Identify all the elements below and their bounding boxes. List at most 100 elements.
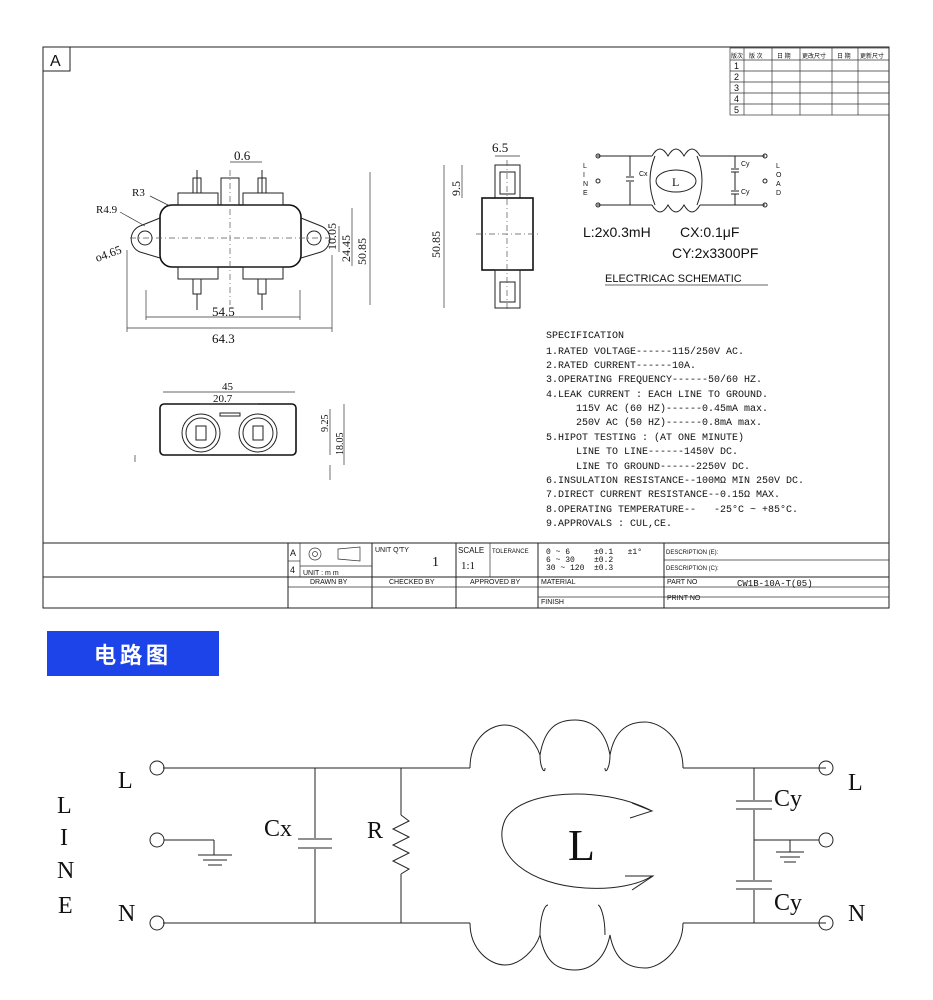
- tb-part-no-label: PART NO: [667, 579, 698, 586]
- spec-line-12: 8.OPERATING TEMPERATURE-- -25°C ~ +85°C.: [546, 504, 798, 516]
- mini-line-n: N: [583, 181, 588, 188]
- tb-tolerance-label: TOLERANCE: [492, 549, 529, 555]
- label-left-n: N: [118, 901, 135, 927]
- dim-r3: R3: [132, 187, 145, 199]
- sheet-letter: A: [50, 53, 61, 70]
- spec-line-6: 250V AC (50 HZ)------0.8mA max.: [546, 417, 762, 429]
- rev-row-2: 2: [734, 72, 739, 82]
- spec-line-7: 5.HIPOT TESTING : (AT ONE MINUTE): [546, 432, 744, 444]
- tb-scale-label: SCALE: [458, 546, 484, 555]
- choke-coil-bottom: [469, 922, 684, 971]
- mini-load-d: D: [776, 190, 781, 197]
- terminal-left-l: [149, 760, 165, 776]
- mini-load-o: O: [776, 172, 782, 179]
- choke-label-l: L: [568, 821, 595, 870]
- spec-line-9: LINE TO GROUND------2250V DC.: [546, 462, 750, 473]
- dim-0-6: 0.6: [234, 148, 251, 163]
- tb-4: 4: [290, 565, 295, 575]
- mini-load-l: L: [776, 163, 780, 170]
- mini-l: L: [672, 175, 679, 189]
- label-right-l: L: [848, 770, 863, 796]
- tb-part-no: CW1B-10A-T(05): [737, 579, 813, 589]
- mini-line-i: I: [583, 172, 585, 179]
- label-cy-bottom: Cy: [774, 890, 802, 916]
- tb-unit-qty-label: UNIT Q'TY: [375, 547, 409, 554]
- spec-line-5: 115V AC (60 HZ)------0.45mA max.: [546, 403, 768, 415]
- rev-row-5: 5: [734, 105, 739, 115]
- dim-50-85: 50.85: [355, 238, 369, 265]
- dim-18-05: 18.05: [335, 433, 346, 456]
- side-view: 6.5 9.5 50.85: [429, 140, 540, 312]
- mini-cy-bottom: Cy: [741, 189, 750, 196]
- tb-material: MATERIAL: [541, 579, 576, 586]
- choke-core-flux: [501, 793, 653, 889]
- rev-header-0: 版次: [731, 52, 743, 60]
- specification: SPECIFICATION 1.RATED VOLTAGE------115/2…: [546, 331, 804, 530]
- tb-drawn-by: DRAWN BY: [310, 579, 348, 586]
- mini-cy-value: CY:2x3300PF: [672, 245, 758, 261]
- rev-row-3: 3: [734, 83, 739, 93]
- projection-symbol-circle: [308, 547, 322, 561]
- dim-6-5: 6.5: [492, 140, 508, 155]
- dim-hole: o4.65: [93, 242, 123, 264]
- rev-header-3: 更改尺寸: [802, 52, 826, 60]
- circuit-diagram: L L N L I N E Cx R Cy Cy L N: [57, 719, 865, 971]
- terminal-left-e: [149, 832, 165, 848]
- mini-line-e: E: [583, 190, 588, 197]
- mini-cy-top: Cy: [741, 161, 750, 168]
- dim-24-45: 24.45: [339, 235, 353, 262]
- tb-unit-qty: 1: [432, 555, 439, 570]
- rev-row-1: 1: [734, 61, 739, 71]
- rev-header-1: 版 次: [749, 52, 763, 60]
- label-line-l: L: [57, 793, 72, 819]
- label-r: R: [367, 818, 383, 844]
- spec-line-10: 6.INSULATION RESISTANCE--100MΩ MIN 250V …: [546, 476, 804, 487]
- mini-caption: ELECTRICAC SCHEMATIC: [605, 273, 742, 285]
- dim-10-05: 10.05: [325, 223, 339, 250]
- label-cx: Cx: [264, 816, 292, 842]
- mini-cx-value: CX:0.1μF: [680, 224, 739, 240]
- tb-desc-e: DESCRIPTION (E):: [666, 550, 719, 556]
- rev-header-5: 更新尺寸: [860, 52, 884, 60]
- tb-tol-row-1: 0 ~ 6 ±0.1 ±1°: [546, 548, 642, 557]
- tb-unit: UNIT : m m: [303, 570, 339, 577]
- label-line-i: I: [60, 825, 68, 851]
- dim-20-7: 20.7: [213, 393, 233, 405]
- label-left-l: L: [118, 768, 133, 794]
- spec-line-3: 3.OPERATING FREQUENCY------50/60 HZ.: [546, 374, 762, 386]
- spec-line-4: 4.LEAK CURRENT : EACH LINE TO GROUND.: [546, 390, 768, 401]
- spec-line-11: 7.DIRECT CURRENT RESISTANCE--0.15Ω MAX.: [546, 490, 780, 501]
- rev-header-2: 日 期: [777, 52, 791, 60]
- spec-line-2: 2.RATED CURRENT------10A.: [546, 361, 696, 372]
- terminal-right-e: [818, 832, 834, 848]
- tb-tol-row-2: 6 ~ 30 ±0.2: [546, 556, 613, 565]
- mini-line-l: L: [583, 163, 587, 170]
- terminal-left-n: [149, 915, 165, 931]
- mini-schematic: L I N E L O A D Cx Cy Cy L L:2x0.3mH CX:…: [583, 148, 782, 286]
- dim-side-50-85: 50.85: [429, 231, 443, 258]
- spec-line-8: LINE TO LINE------1450V DC.: [546, 447, 738, 458]
- title-block: A 4 UNIT : m m UNIT Q'TY 1 SCALE 1:1 TOL…: [43, 542, 889, 608]
- dim-45: 45: [222, 381, 234, 393]
- dim-r4-9: R4.9: [96, 204, 118, 216]
- filter-body: [159, 204, 302, 268]
- spec-line-13: 9.APPROVALS : CUL,CE.: [546, 519, 672, 530]
- mini-load-a: A: [776, 181, 781, 188]
- tb-checked-by: CHECKED BY: [389, 579, 435, 586]
- tb-a: A: [290, 548, 296, 558]
- rev-header-4: 日 期: [837, 52, 851, 60]
- tb-desc-c: DESCRIPTION (C):: [666, 566, 719, 572]
- spec-line-1: 1.RATED VOLTAGE------115/250V AC.: [546, 346, 744, 358]
- label-line-e: E: [58, 893, 73, 919]
- rev-row-4: 4: [734, 94, 739, 104]
- circuit-diagram-banner: 电路图: [47, 631, 219, 676]
- dim-54-5: 54.5: [212, 304, 235, 319]
- top-view: 0.6 R3 R4.9 o4.65 54.5 64.3 10.05 24.45 …: [93, 148, 371, 346]
- tb-approved-by: APPROVED BY: [470, 579, 521, 586]
- label-cy-top: Cy: [774, 786, 802, 812]
- tb-finish: FINISH: [541, 599, 564, 606]
- tb-scale: 1:1: [461, 560, 475, 572]
- resistor-r: [391, 814, 411, 875]
